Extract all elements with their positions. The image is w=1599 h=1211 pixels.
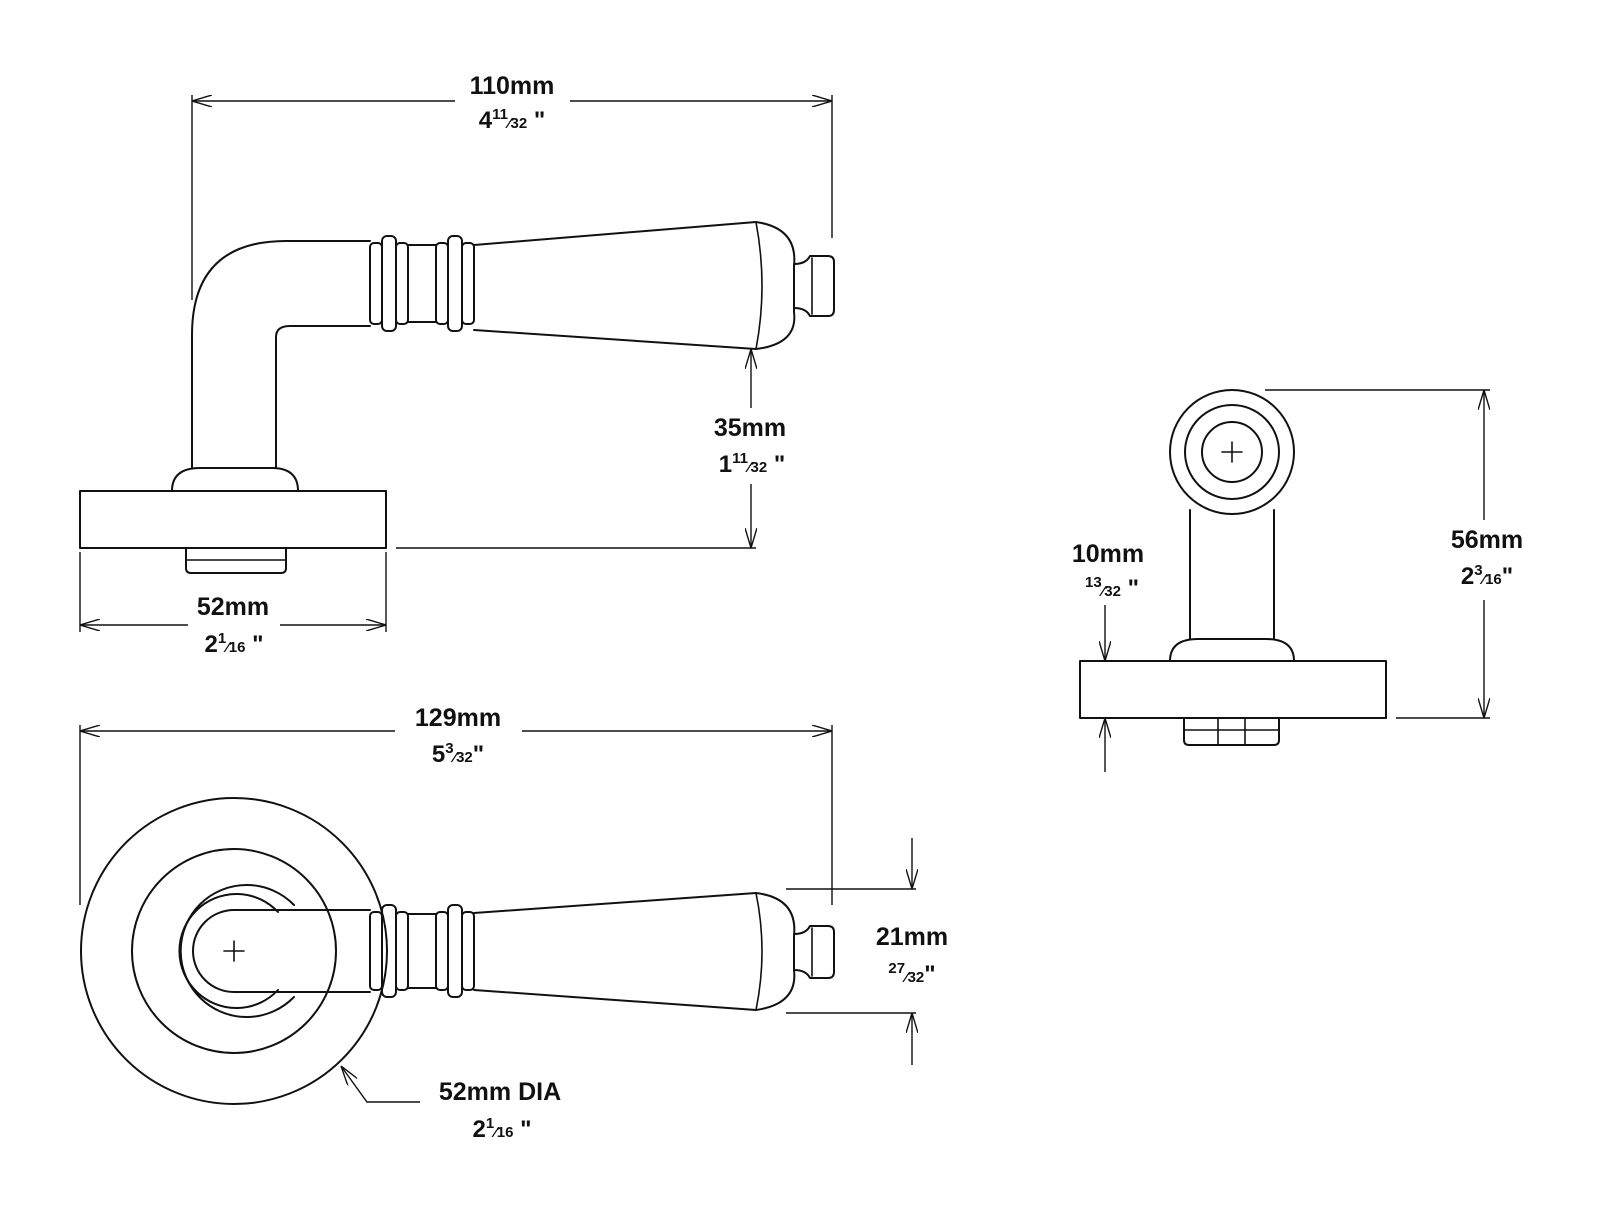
top-rose-outer bbox=[80, 797, 388, 1105]
dim-rose-diameter-mm: 52mm DIA bbox=[439, 1078, 561, 1106]
dim-side-length: 110mm 411⁄32 " bbox=[191, 72, 833, 300]
dim-end-height-inch: 23⁄16" bbox=[1461, 562, 1513, 590]
dim-side-height: 35mm 111⁄32 " bbox=[396, 349, 786, 549]
side-rose-plate bbox=[79, 490, 387, 549]
side-lever-body bbox=[473, 221, 796, 350]
dim-side-height-inch: 111⁄32 " bbox=[719, 450, 785, 478]
end-spindle-stub bbox=[1183, 717, 1280, 746]
side-spindle-stub bbox=[185, 547, 287, 574]
top-lever-body bbox=[473, 892, 796, 1011]
end-view bbox=[1079, 389, 1387, 746]
dim-side-length-inch: 411⁄32 " bbox=[479, 106, 545, 134]
dim-top-length-mm: 129mm bbox=[415, 704, 501, 732]
dim-lever-width-mm: 21mm bbox=[876, 923, 948, 951]
dim-rose-width: 52mm 21⁄16 " bbox=[79, 552, 387, 658]
dim-rose-width-inch: 21⁄16 " bbox=[205, 630, 264, 658]
top-end-knob bbox=[793, 925, 835, 979]
end-collar bbox=[1169, 638, 1295, 662]
top-lever-neck bbox=[192, 909, 371, 993]
dim-end-height-mm: 56mm bbox=[1451, 526, 1523, 554]
side-lever-neck bbox=[191, 240, 371, 469]
end-knob-outer bbox=[1169, 389, 1295, 515]
end-rose-plate bbox=[1079, 660, 1387, 719]
side-view bbox=[79, 221, 835, 574]
side-grip-rings bbox=[369, 235, 475, 332]
top-view bbox=[80, 797, 835, 1105]
top-collar-outer bbox=[179, 884, 295, 1018]
dim-lever-width-inch: 27⁄32" bbox=[888, 960, 935, 988]
end-knob-mid bbox=[1184, 404, 1280, 500]
top-collar-inner bbox=[178, 893, 279, 1009]
dim-rose-thickness: 10mm 13⁄32 " bbox=[1072, 540, 1144, 772]
dim-lever-width: 21mm 27⁄32" bbox=[786, 838, 948, 1065]
side-end-knob bbox=[793, 255, 835, 317]
top-grip-rings bbox=[369, 904, 475, 998]
dim-rose-thickness-mm: 10mm bbox=[1072, 540, 1144, 568]
dim-top-length-inch: 53⁄32" bbox=[432, 740, 484, 768]
dim-side-height-mm: 35mm bbox=[714, 414, 786, 442]
dim-rose-width-mm: 52mm bbox=[197, 593, 269, 621]
dim-side-length-mm: 110mm bbox=[470, 72, 555, 100]
top-rose-inner bbox=[131, 848, 337, 1054]
dim-rose-thickness-inch: 13⁄32 " bbox=[1085, 574, 1139, 602]
side-collar bbox=[171, 467, 299, 492]
dim-rose-diameter-inch: 21⁄16 " bbox=[473, 1115, 532, 1143]
dim-top-length: 129mm 53⁄32" bbox=[79, 704, 833, 905]
dim-rose-diameter: 52mm DIA 21⁄16 " bbox=[341, 1066, 561, 1143]
dim-end-height: 56mm 23⁄16" bbox=[1265, 389, 1523, 719]
end-knob-inner bbox=[1201, 421, 1263, 483]
